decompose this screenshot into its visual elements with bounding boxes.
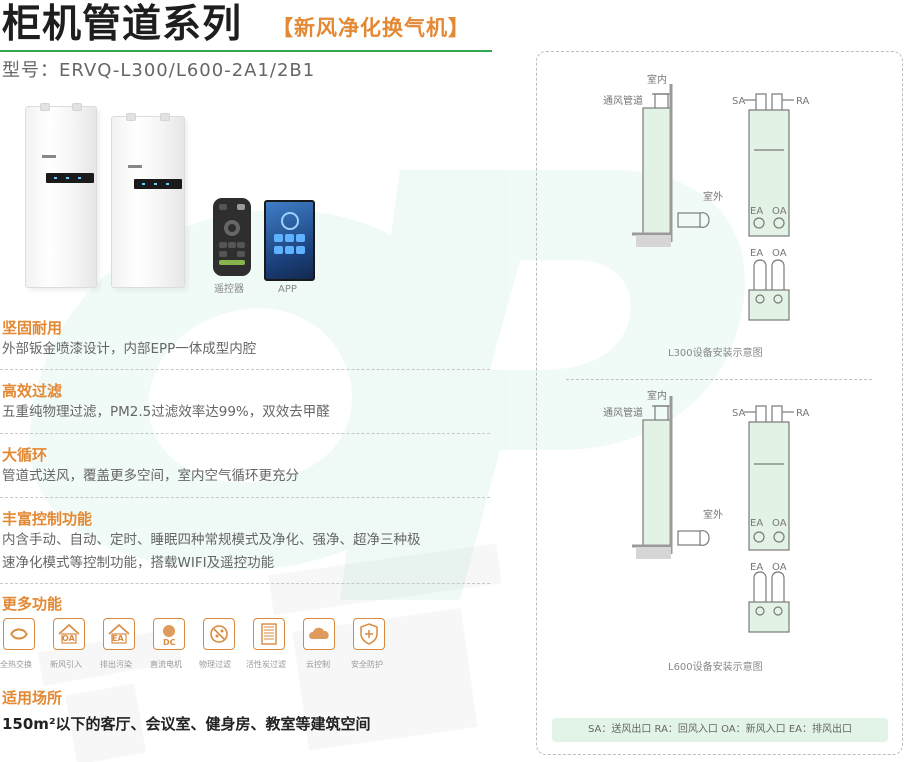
page-subtitle: 【新风净化换气机】	[272, 16, 470, 40]
function-label: 安全防护	[351, 660, 383, 669]
feature-heading: 丰富控制功能	[2, 510, 93, 528]
oa-label: OA	[772, 562, 787, 573]
feature-heading: 坚固耐用	[2, 319, 63, 337]
function-badge: OA	[62, 634, 75, 643]
function-badge: DC	[163, 638, 176, 647]
ea-label: EA	[750, 518, 764, 529]
divider	[0, 497, 490, 498]
ra-label: RA	[796, 408, 810, 419]
application-text: 150m²以下的客厅、会议室、健身房、教室等建筑空间	[2, 715, 371, 733]
cloud-control-icon	[303, 618, 335, 650]
l300-installation-diagram	[632, 84, 794, 321]
function-label: 活性炭过滤	[246, 660, 286, 669]
duct-label: 通风管道	[603, 408, 643, 419]
oa-label: OA	[772, 248, 787, 259]
function-label: 云控制	[306, 660, 330, 669]
function-label: 物理过滤	[199, 660, 231, 669]
divider	[0, 433, 490, 434]
installation-diagram-panel	[536, 51, 903, 755]
feature-description: 外部钣金喷漆设计，内部EPP一体成型内腔	[2, 341, 257, 357]
model-number: 型号：ERVQ-L300/L600-2A1/2B1	[2, 60, 316, 81]
function-label: 排出污染	[100, 660, 132, 669]
ea-label: EA	[750, 248, 764, 259]
feature-heading: 大循环	[2, 446, 48, 464]
diagram-divider	[566, 379, 872, 380]
exhaust-icon: EA	[103, 618, 135, 650]
filter-icon	[203, 618, 235, 650]
duct-label: 通风管道	[603, 96, 643, 107]
feature-heading: 高效过滤	[2, 382, 63, 400]
feature-description: 五重纯物理过滤，PM2.5过滤效率达99%，双效去甲醛	[2, 404, 330, 420]
feature-description: 速净化模式等控制功能，搭载WIFI及遥控功能	[2, 555, 275, 571]
feature-description: 内含手动、自动、定时、睡眠四种常规模式及净化、强净、超净三种极	[2, 532, 421, 548]
indoor-label: 室内	[647, 391, 667, 402]
port-legend: SA：送风出口 RA：回风入口 OA：新风入口 EA：排风出口	[552, 718, 888, 742]
cabinet-unit-l300-image	[25, 103, 97, 288]
dc-motor-icon: DC	[153, 618, 185, 650]
function-label: 直流电机	[150, 660, 182, 669]
heat-exchange-icon	[3, 618, 35, 650]
divider	[0, 369, 490, 370]
function-label: 全热交换	[0, 660, 32, 669]
function-badge: EA	[112, 634, 124, 643]
outdoor-label: 室外	[703, 510, 723, 521]
carbon-filter-icon	[253, 618, 285, 650]
outdoor-label: 室外	[703, 192, 723, 203]
app-screenshot-image	[264, 200, 315, 281]
sa-label: SA	[732, 408, 746, 419]
page-title: 柜机管道系列	[2, 2, 243, 47]
sa-label: SA	[732, 96, 746, 107]
oa-label: OA	[772, 518, 787, 529]
app-caption: APP	[278, 284, 297, 295]
title-underline	[0, 50, 492, 52]
shield-icon	[353, 618, 385, 650]
application-heading: 适用场所	[2, 689, 63, 707]
ea-label: EA	[750, 206, 764, 217]
fresh-air-icon: OA	[53, 618, 85, 650]
remote-caption: 遥控器	[214, 284, 244, 295]
indoor-label: 室内	[647, 75, 667, 86]
function-icon-row: 全热交换 OA 新风引入 EA 排出污染 DC 直流电机 物理过滤 活性炭过滤 …	[0, 618, 400, 676]
l600-installation-diagram	[632, 396, 794, 633]
feature-description: 管道式送风，覆盖更多空间，室内空气循环更充分	[2, 468, 299, 484]
ea-label: EA	[750, 562, 764, 573]
cabinet-unit-l600-image	[111, 113, 185, 288]
remote-control-image	[213, 198, 251, 276]
oa-label: OA	[772, 206, 787, 217]
function-label: 新风引入	[50, 660, 82, 669]
divider	[0, 583, 490, 584]
ra-label: RA	[796, 96, 810, 107]
l600-caption: L600设备安装示意图	[668, 662, 763, 673]
more-functions-heading: 更多功能	[2, 595, 63, 613]
l300-caption: L300设备安装示意图	[668, 348, 763, 359]
